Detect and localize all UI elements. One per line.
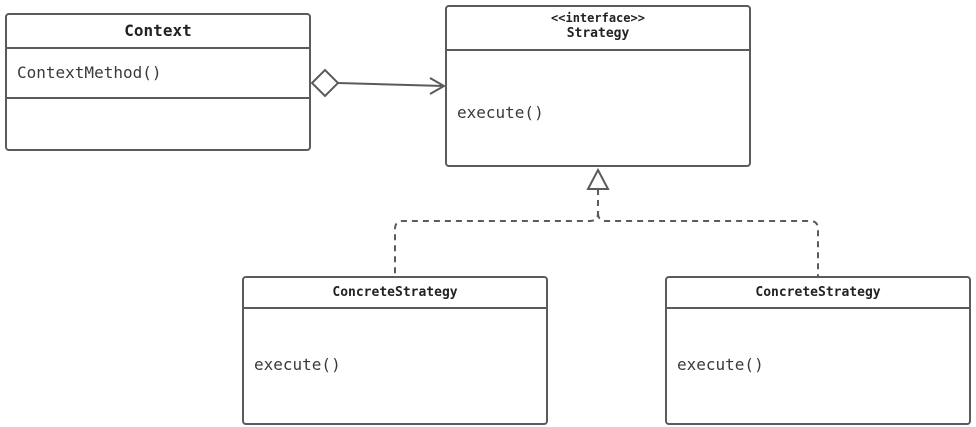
concrete-strategy-left-name: ConcreteStrategy bbox=[332, 285, 458, 300]
context-class-name: Context bbox=[124, 21, 192, 40]
concrete-strategy-right-name: ConcreteStrategy bbox=[755, 285, 881, 300]
concrete-strategy-box-left[interactable]: ConcreteStrategy execute() bbox=[242, 276, 548, 425]
aggregation-arrowhead bbox=[429, 77, 447, 95]
concrete-strategy-left-method: execute() bbox=[254, 355, 341, 374]
context-class-box[interactable]: Context ContextMethod() bbox=[5, 13, 311, 151]
concrete-strategy-box-right[interactable]: ConcreteStrategy execute() bbox=[665, 276, 971, 425]
strategy-method-execute: execute() bbox=[457, 103, 544, 122]
concrete-strategy-right-method: execute() bbox=[677, 355, 764, 374]
realization-triangle bbox=[586, 167, 610, 190]
aggregation-diamond bbox=[310, 68, 340, 98]
aggregation-line bbox=[337, 82, 445, 87]
context-method: ContextMethod() bbox=[17, 63, 162, 82]
strategy-stereotype: <<interface>> bbox=[551, 11, 645, 25]
strategy-interface-box[interactable]: <<interface>> Strategy execute() bbox=[445, 5, 751, 167]
realization-line-left bbox=[394, 189, 599, 276]
strategy-name: Strategy bbox=[566, 26, 630, 41]
realization-line-right bbox=[597, 212, 819, 276]
